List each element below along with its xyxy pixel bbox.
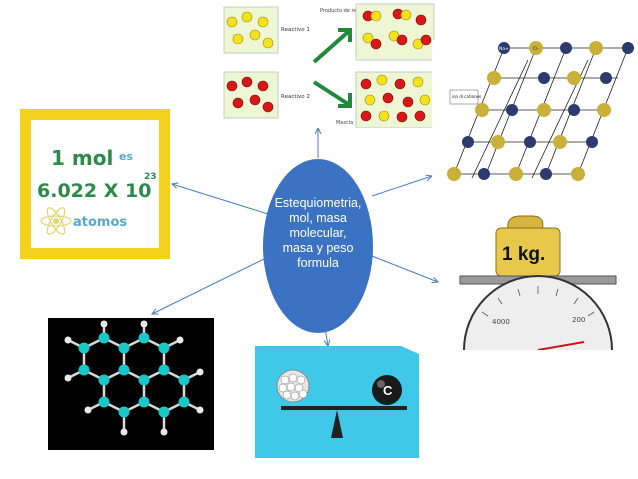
balance-illustration: C: [255, 346, 419, 458]
arrow-to-weight: [371, 255, 438, 282]
mol-avogadro-card: 1 mol es 6.022 X 10 23 atomos: [20, 109, 170, 259]
scale-mark-left: 4000: [492, 318, 510, 326]
center-line-4: masa y peso: [282, 241, 354, 255]
weight-label: 1 kg.: [502, 244, 545, 265]
center-line-2: mol, masa: [289, 211, 347, 225]
center-line-5: formula: [297, 256, 339, 270]
mol-line1-suffix: es: [119, 150, 134, 163]
carbon-letter: C: [383, 383, 393, 398]
arrow-down-icon: [312, 80, 350, 106]
scale-needle: [537, 341, 585, 350]
crystal-callout-box: [449, 89, 479, 105]
label-mezcla: Mezcla: [336, 120, 353, 126]
center-ellipse: [263, 159, 373, 333]
kilogram-scale: 1 kg. 4000 200: [458, 210, 618, 350]
atom-icon: [40, 207, 72, 235]
arrow-to-molecule: [152, 257, 267, 314]
ion-label-na: Na+: [499, 46, 509, 52]
ion-label-cl: Cl-: [533, 46, 539, 52]
center-line-1: Estequiometria,: [274, 196, 362, 210]
arrow-to-mol: [172, 184, 269, 215]
arrow-to-crystal: [371, 176, 432, 197]
atom-cluster: [276, 369, 310, 403]
scale-mark-right: 200: [572, 316, 585, 324]
balance-fulcrum: [331, 410, 343, 438]
mol-line2: 6.022 X 10: [37, 180, 152, 202]
mol-card-inner: 1 mol es 6.022 X 10 23 atomos: [31, 120, 159, 248]
nacl-crystal-lattice: Na+ Cl- ion di cationes: [432, 40, 636, 190]
molecule-model: [48, 318, 214, 450]
mol-line3: atomos: [73, 215, 128, 230]
label-reactivo1: Reactivo 1: [281, 27, 310, 33]
center-line-3: molecular,: [289, 226, 347, 240]
mol-line1: 1 mol: [51, 146, 114, 170]
label-producto: Producto de reacción: [320, 7, 373, 14]
label-reactivo2: Reactivo 2: [281, 94, 310, 100]
reaction-illustration: Reactivo 1 Reactivo 2 Producto de reacci…: [218, 0, 440, 128]
mol-exponent: 23: [144, 172, 157, 182]
crystal-callout: ion di cationes: [452, 94, 481, 99]
weight-handle-icon: [507, 215, 544, 231]
arrow-up-icon: [312, 30, 350, 64]
center-label: Estequiometria, mol, masa molecular, mas…: [262, 196, 374, 271]
